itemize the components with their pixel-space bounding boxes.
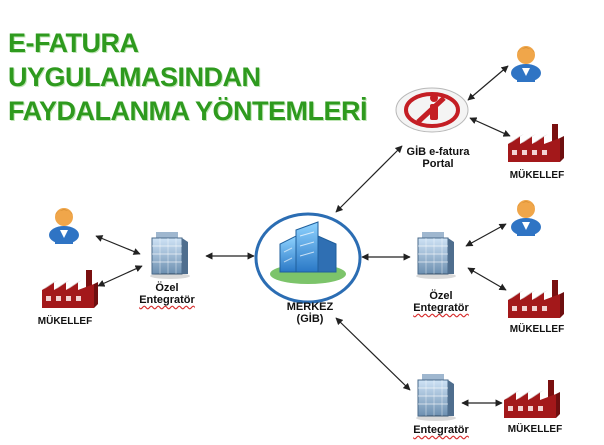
left-integrator-label: Özel Entegratör	[122, 282, 212, 306]
portal-label: GİB e-fatura Portal	[388, 146, 488, 170]
bottom-integrator-label: Entegratör	[413, 424, 469, 436]
factory-icon-left	[42, 270, 98, 308]
arrow-portal-taxpayer	[469, 117, 511, 137]
user-icon-mid-right	[511, 200, 541, 236]
arrow-right-integrator-taxpayer	[467, 267, 507, 291]
user-icon-top-right	[511, 46, 541, 82]
taxpayer-label-bottom-right: MÜKELLEF	[507, 424, 563, 435]
taxpayer-label-left: MÜKELLEF	[37, 316, 93, 327]
factory-icon-bottom-right	[504, 380, 560, 418]
bottom-integrator-server-icon	[415, 373, 457, 422]
right-integrator-line2: Entegratör	[413, 302, 469, 314]
factory-icon-mid-right	[508, 280, 564, 318]
arrow-center-bottom-integrator	[335, 317, 411, 391]
arrow-center-portal	[335, 145, 403, 213]
factory-icon-top-right	[508, 124, 564, 162]
headquarters-icon	[254, 212, 362, 304]
right-integrator-label: Özel Entegratör	[396, 290, 486, 314]
taxpayer-label-mid-right: MÜKELLEF	[509, 324, 565, 335]
left-integrator-server-icon	[149, 231, 191, 280]
arrow-left-integrator-user	[95, 235, 141, 255]
left-integrator-line2: Entegratör	[139, 294, 195, 306]
right-integrator-server-icon	[415, 231, 457, 280]
title-line-2: UYGULAMASINDAN	[8, 62, 261, 92]
arrow-right-integrator-user	[465, 223, 507, 247]
left-integrator-line1: Özel	[155, 282, 179, 294]
center-label-line2: (GİB)	[296, 313, 324, 325]
connector-arrows	[95, 65, 511, 407]
center-label: MERKEZ (GİB)	[270, 301, 350, 325]
portal-label-line1: GİB e-fatura	[406, 146, 470, 158]
center-label-line1: MERKEZ	[286, 301, 334, 313]
arrow-portal-user	[467, 65, 509, 101]
arrow-left-integrator-taxpayer	[97, 265, 143, 287]
taxpayer-label-top-right: MÜKELLEF	[509, 170, 565, 181]
user-icon-left	[49, 208, 79, 244]
title-line-3: FAYDALANMA YÖNTEMLERİ	[8, 96, 368, 126]
right-integrator-line1: Özel	[429, 290, 453, 302]
title-line-1: E-FATURA	[8, 28, 139, 58]
info-portal-icon	[395, 87, 469, 133]
portal-label-line2: Portal	[422, 158, 454, 170]
